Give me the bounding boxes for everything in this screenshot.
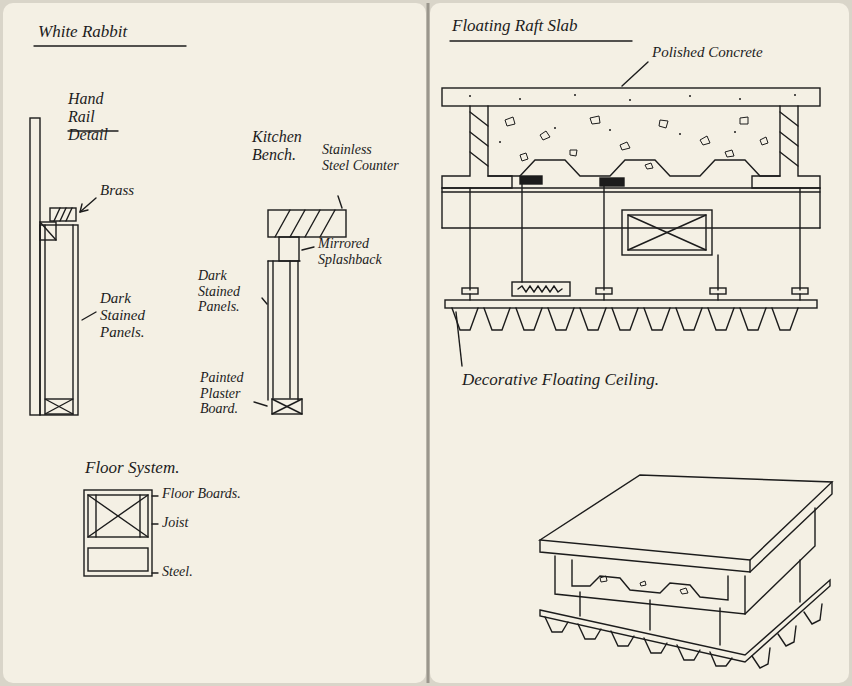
material-label: Painted Plaster Board.	[200, 370, 256, 417]
material-label: Decorative Floating Ceiling.	[462, 370, 722, 389]
page-title: White Rabbit	[38, 22, 208, 41]
material-label: Polished Concrete	[652, 44, 822, 61]
material-label: Steel.	[162, 564, 222, 580]
material-label: Mirrored Splashback	[318, 236, 414, 267]
detail-heading: Kitchen Bench.	[252, 128, 318, 164]
page-title: Floating Raft Slab	[452, 16, 652, 35]
material-label: Dark Stained Panels.	[198, 268, 260, 315]
detail-heading: Hand Rail Detail	[68, 90, 130, 144]
detail-heading: Floor System.	[85, 458, 215, 477]
material-label: Joist	[162, 515, 222, 531]
material-label: Brass	[100, 182, 160, 199]
material-label: Stainless Steel Counter	[322, 142, 402, 173]
material-label: Dark Stained Panels.	[100, 290, 170, 340]
material-label: Floor Boards.	[162, 486, 272, 502]
